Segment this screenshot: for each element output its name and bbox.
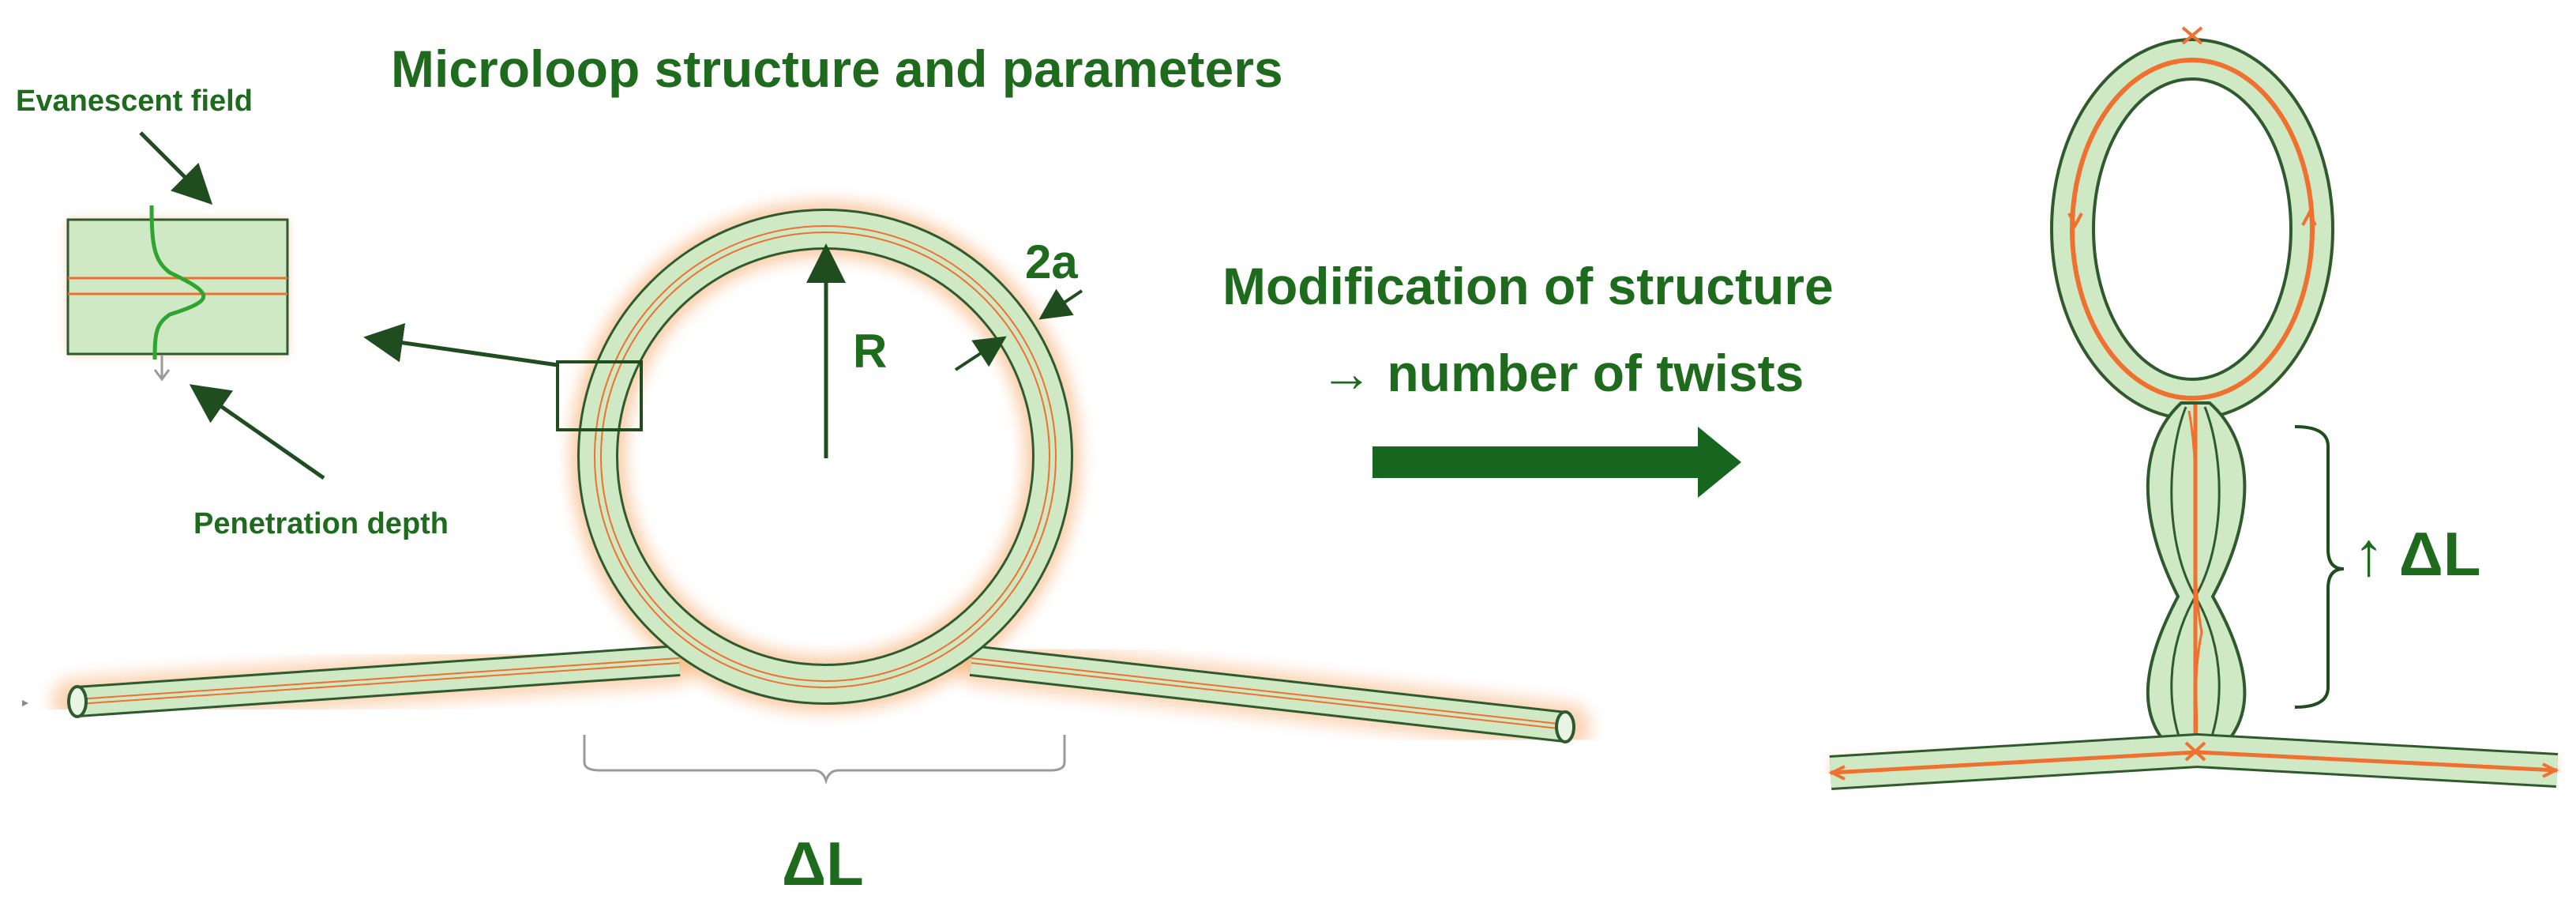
zoom-region-box: [556, 360, 643, 431]
increase-delta-l-label: ↑ ΔL: [2353, 519, 2480, 589]
diameter-label: 2a: [1025, 235, 1078, 288]
modification-line-1: Modification of structure: [1222, 257, 1834, 315]
edge-mark: [22, 700, 28, 706]
diameter-arrow-outer: [1038, 288, 1083, 320]
fiber-end-right: [1555, 710, 1575, 743]
penetration-depth-arrow: [189, 384, 325, 480]
evanescent-inset: [66, 205, 289, 382]
modification-line-2: → number of twists: [1320, 344, 1804, 402]
diameter-arrow-inner: [954, 336, 1007, 371]
penetration-depth-label: Penetration depth: [193, 507, 449, 540]
microloop-fiber: [51, 201, 1591, 751]
evanescent-field-curve: [149, 205, 206, 360]
evanescent-field-label: Evanescent field: [16, 85, 253, 118]
twist-length-bracket: [2294, 425, 2345, 709]
delta-l-bracket: [583, 735, 1066, 785]
delta-l-label: ΔL: [782, 829, 864, 898]
fiber-end-left: [67, 685, 88, 718]
radius-label: R: [853, 325, 887, 378]
twisted-microloop: [1828, 26, 2559, 790]
evanescent-field-arrow: [139, 131, 213, 205]
page-title: Microloop structure and parameters: [391, 40, 1283, 98]
modification-arrow: [1372, 427, 1741, 498]
zoom-arrow: [363, 322, 558, 367]
